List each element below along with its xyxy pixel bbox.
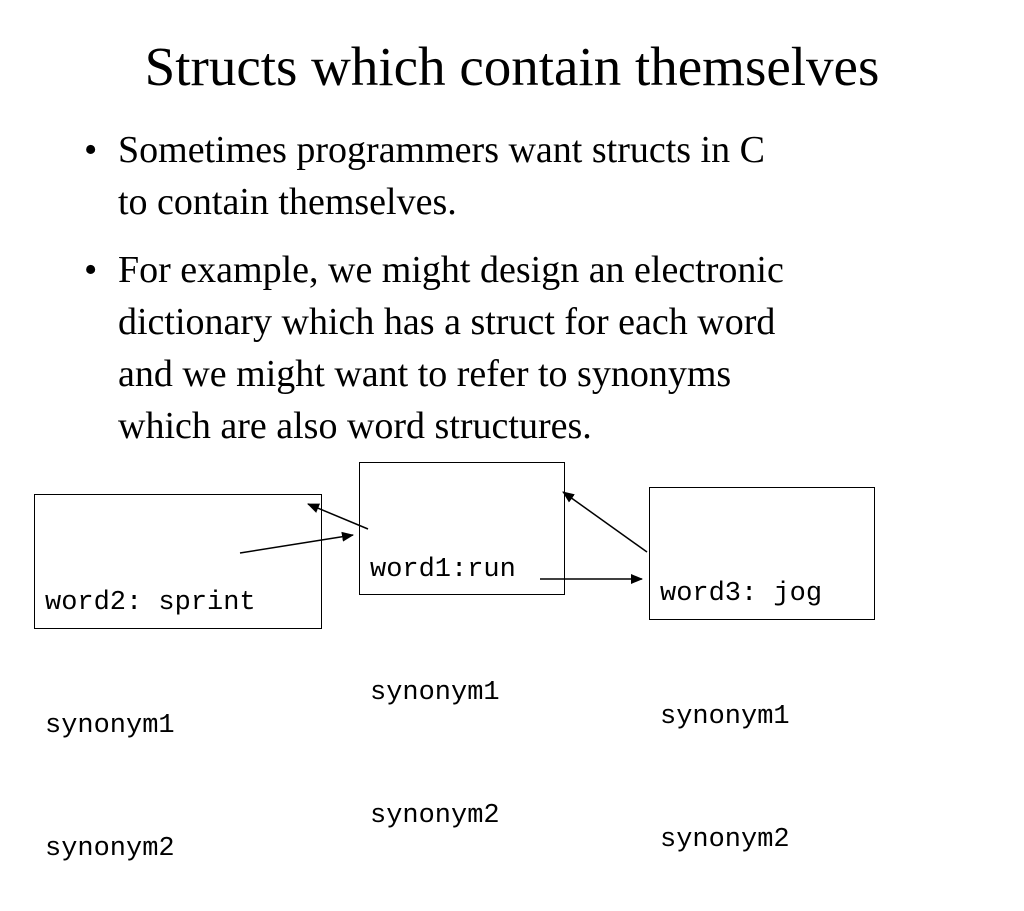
- synonym1-field: synonym1: [370, 678, 500, 708]
- struct-name-label: word2: sprint: [45, 588, 256, 618]
- bullet-marker: •: [84, 249, 98, 291]
- bullet-line: to contain themselves.: [118, 181, 457, 223]
- synonym2-field: synonym2: [45, 834, 175, 864]
- word1-struct-box: word1:run synonym1 synonym2: [359, 462, 565, 831]
- struct-name-label: word1:run: [370, 555, 516, 585]
- bullet-marker: •: [84, 129, 98, 171]
- slide-title: Structs which contain themselves: [144, 36, 880, 97]
- struct-name-label: word3: jog: [660, 579, 823, 609]
- bullet-list: • Sometimes programmers want structs in …: [84, 124, 944, 468]
- synonym1-field: synonym1: [45, 711, 175, 741]
- synonym2-field: synonym2: [660, 825, 790, 855]
- synonym1-field: synonym1: [660, 702, 790, 732]
- synonym2-field: synonym2: [370, 801, 500, 831]
- word3-struct-box: word3: jog synonym1 synonym2: [649, 487, 875, 855]
- bullet-line: dictionary which has a struct for each w…: [118, 301, 776, 343]
- bullet-item: • For example, we might design an electr…: [84, 244, 944, 452]
- bullet-item: • Sometimes programmers want structs in …: [84, 124, 944, 228]
- bullet-line: For example, we might design an electron…: [118, 249, 784, 291]
- bullet-line: Sometimes programmers want structs in C: [118, 129, 765, 171]
- bullet-line: and we might want to refer to synonyms: [118, 353, 732, 395]
- bullet-line: which are also word structures.: [118, 405, 592, 447]
- arrow-word3-synonym1-to-word1: [562, 491, 648, 553]
- word2-struct-box: word2: sprint synonym1 synonym2: [34, 494, 322, 864]
